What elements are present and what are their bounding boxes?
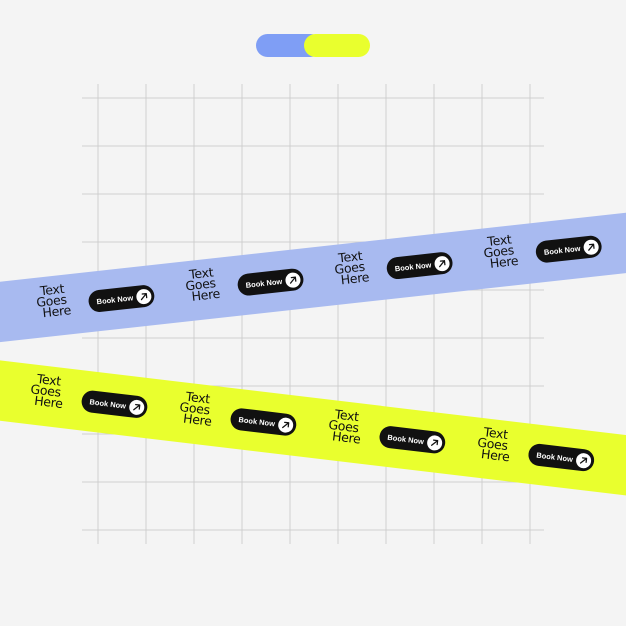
book-now-label: Book Now: [394, 259, 432, 273]
book-now-button[interactable]: Book Now: [87, 284, 156, 314]
book-now-label: Book Now: [245, 276, 283, 290]
arrow-up-right-icon: [128, 398, 146, 416]
book-now-button[interactable]: Book Now: [534, 234, 603, 264]
book-now-button[interactable]: Book Now: [229, 407, 298, 437]
book-now-label: Book Now: [387, 432, 425, 446]
ribbon-unit: Text Goes Here Book Now: [170, 381, 326, 458]
book-now-button[interactable]: Book Now: [236, 267, 305, 297]
top-color-pill: [256, 34, 370, 57]
book-now-button[interactable]: Book Now: [80, 389, 149, 420]
ribbon-unit: Text Goes Here Book Now: [326, 229, 482, 305]
arrow-up-right-icon: [582, 238, 600, 255]
book-now-button[interactable]: Book Now: [378, 424, 447, 455]
arrow-up-right-icon: [426, 434, 444, 451]
ribbon-unit: Text Goes Here Book Now: [28, 262, 184, 338]
book-now-label: Book Now: [238, 414, 276, 428]
book-now-label: Book Now: [89, 396, 127, 411]
arrow-up-right-icon: [575, 451, 592, 469]
ribbon-unit: Text Goes Here Book Now: [467, 417, 623, 494]
ribbon-spacer: [0, 388, 24, 394]
arrow-up-right-icon: [135, 287, 153, 305]
yellow-ribbon: Text Goes Here Book Now Text Goes Here B…: [0, 358, 626, 499]
arrow-up-right-icon: [433, 254, 451, 272]
arrow-up-right-icon: [277, 416, 295, 434]
book-now-label: Book Now: [96, 292, 134, 306]
ribbon-spacer: [0, 309, 31, 314]
book-now-button[interactable]: Book Now: [385, 251, 454, 281]
ribbon-unit: Text Goes Here Book Now: [177, 246, 333, 322]
ribbon-unit: Text Goes Here Book Now: [21, 364, 177, 441]
book-now-button[interactable]: Book Now: [527, 442, 596, 473]
book-now-label: Book Now: [535, 450, 574, 464]
pill-yellow-segment: [304, 34, 370, 57]
ribbon-unit: Text Goes Here Book Now: [475, 213, 626, 289]
ribbon-unit: Text Goes Here Book Now: [318, 399, 474, 476]
blue-ribbon: Text Goes Here Book Now Text Goes Here B…: [0, 209, 626, 344]
arrow-up-right-icon: [284, 271, 302, 288]
book-now-label: Book Now: [543, 243, 581, 257]
